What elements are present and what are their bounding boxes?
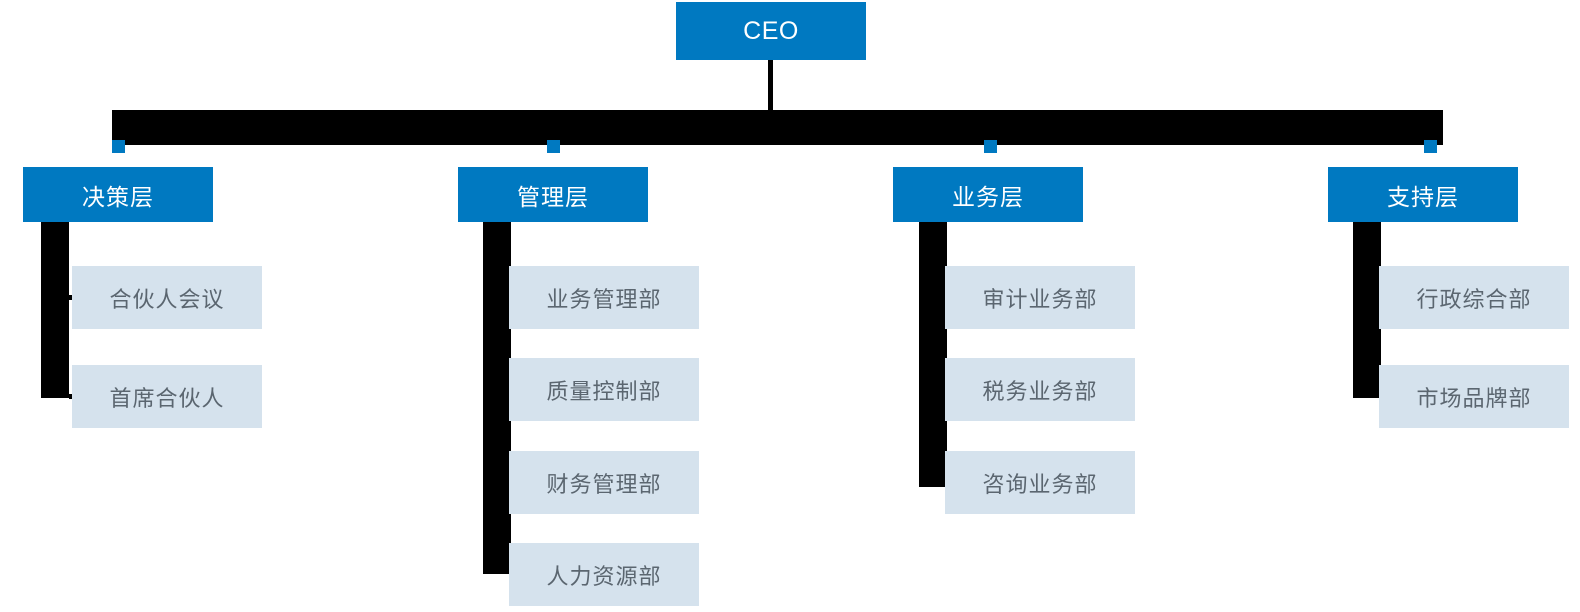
trunk-nub-2	[547, 140, 560, 153]
org-node-branch-1[interactable]: 决策层	[23, 167, 213, 222]
branch-stem-2	[483, 222, 511, 574]
org-node-leaf-2-2[interactable]: 质量控制部	[509, 358, 699, 421]
org-node-leaf-1-2[interactable]: 首席合伙人	[72, 365, 262, 428]
org-node-leaf-2-1[interactable]: 业务管理部	[509, 266, 699, 329]
org-node-leaf-2-4[interactable]: 人力资源部	[509, 543, 699, 606]
branch-stem-1	[41, 222, 69, 398]
org-node-leaf-3-3[interactable]: 咨询业务部	[945, 451, 1135, 514]
org-node-leaf-3-1[interactable]: 审计业务部	[945, 266, 1135, 329]
branch-stem-3	[919, 222, 947, 487]
branch-stem-4	[1353, 222, 1381, 398]
root-connector-stem	[768, 60, 773, 112]
org-node-leaf-1-1[interactable]: 合伙人会议	[72, 266, 262, 329]
org-node-branch-2[interactable]: 管理层	[458, 167, 648, 222]
trunk-nub-1	[112, 140, 125, 153]
org-node-root[interactable]: CEO	[676, 2, 866, 60]
org-node-leaf-4-1[interactable]: 行政综合部	[1379, 266, 1569, 329]
org-node-leaf-4-2[interactable]: 市场品牌部	[1379, 365, 1569, 428]
trunk-nub-3	[984, 140, 997, 153]
org-node-branch-4[interactable]: 支持层	[1328, 167, 1518, 222]
trunk-connector-bar	[112, 110, 1443, 145]
org-node-leaf-3-2[interactable]: 税务业务部	[945, 358, 1135, 421]
org-node-branch-3[interactable]: 业务层	[893, 167, 1083, 222]
trunk-nub-4	[1424, 140, 1437, 153]
org-node-leaf-2-3[interactable]: 财务管理部	[509, 451, 699, 514]
